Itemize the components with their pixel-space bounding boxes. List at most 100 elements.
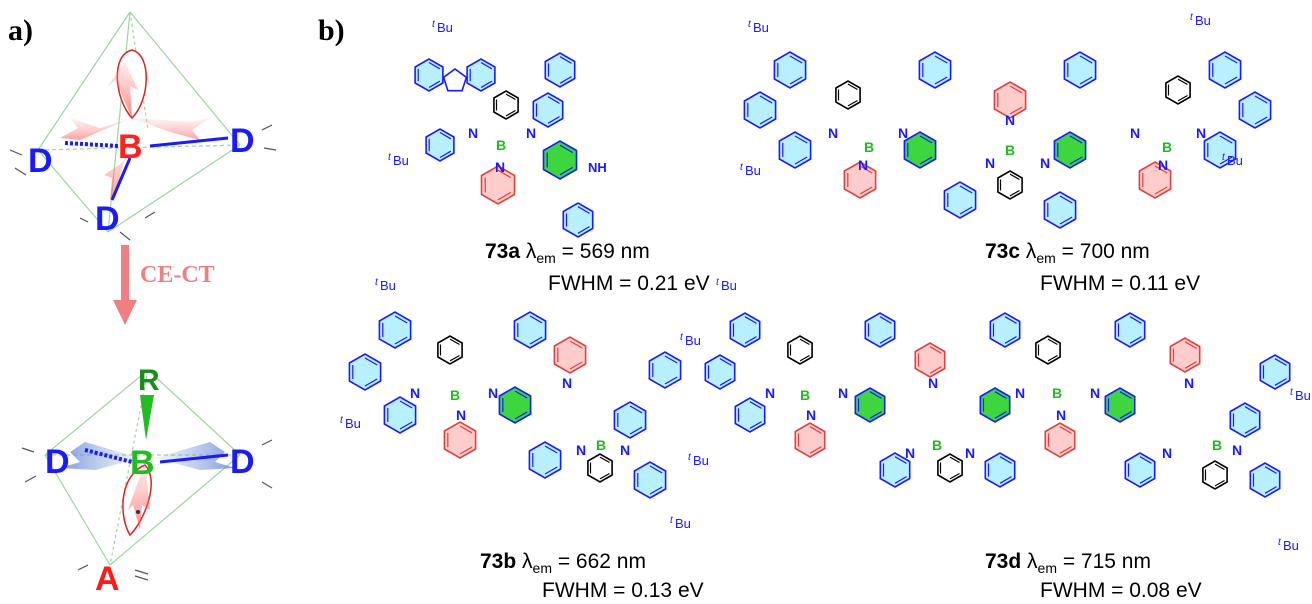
- carbazole-ring: [425, 128, 455, 162]
- n-atom: N: [838, 385, 848, 401]
- double-bond: [480, 61, 493, 70]
- tbu-superscript: t: [432, 19, 436, 30]
- n-atom: N: [1130, 125, 1140, 141]
- double-bond: [547, 96, 560, 104]
- caption-line-73d: 73d λem = 715 nm: [985, 550, 1151, 576]
- lambda-symbol: λ: [1027, 550, 1038, 573]
- tbu-superscript: t: [375, 277, 379, 288]
- top-donor-right: D: [230, 122, 255, 160]
- b-atom: B: [800, 387, 810, 403]
- aromatic-ring: [729, 312, 761, 348]
- b-atom: B: [496, 137, 506, 153]
- lambda-value: = 700 nm: [1056, 240, 1150, 263]
- double-bond: [879, 336, 892, 344]
- aromatic-ring: [1229, 402, 1261, 438]
- bottom-d-left-bond: [84, 448, 133, 464]
- aromatic-ring: [498, 386, 532, 424]
- n-atom: N: [965, 445, 975, 461]
- double-bond: [799, 354, 810, 362]
- tbu-label: Bu: [437, 20, 453, 35]
- n-atom: N: [858, 157, 868, 173]
- bottom-arrow-right: [155, 442, 235, 470]
- aromatic-ring: [528, 441, 562, 479]
- aromatic-ring: [1169, 337, 1201, 373]
- b-atom: B: [450, 387, 460, 403]
- panel-a: a) D: [8, 11, 277, 598]
- lambda-sub: em: [1036, 250, 1055, 266]
- double-bond: [1004, 316, 1017, 324]
- fwhm-73a: FWHM = 0.21 eV: [548, 272, 710, 295]
- double-bond: [919, 156, 933, 165]
- top-arrow-right: [132, 118, 210, 140]
- double-bond: [599, 472, 610, 480]
- b-atom: B: [596, 437, 606, 453]
- aromatic-ring: [1114, 312, 1146, 348]
- double-bond: [629, 426, 643, 435]
- aromatic-ring: [348, 353, 382, 391]
- tbu-label: Bu: [345, 416, 361, 431]
- aromatic-ring: [1044, 422, 1076, 458]
- double-bond: [759, 95, 773, 104]
- n-atom: N: [1158, 157, 1168, 173]
- lambda-value: = 715 nm: [1057, 550, 1151, 573]
- aromatic-ring: [903, 131, 937, 169]
- b-atom: B: [864, 139, 874, 155]
- lambda-symbol: λ: [1026, 240, 1037, 263]
- double-bond: [439, 131, 452, 140]
- double-bond: [577, 226, 590, 234]
- tbu-superscript: t: [688, 452, 692, 463]
- double-bond: [929, 346, 942, 354]
- phenyl-ring: [1035, 335, 1061, 365]
- double-bond: [505, 109, 516, 117]
- n-atom: N: [1196, 125, 1206, 141]
- top-tetrahedron: D D D B: [9, 11, 277, 241]
- aromatic-ring: [613, 401, 647, 439]
- phenyl-ring: [587, 453, 613, 483]
- aromatic-ring: [854, 387, 886, 423]
- double-bond: [1139, 476, 1152, 484]
- tbu-superscript: t: [740, 162, 744, 173]
- double-bond: [1177, 94, 1188, 102]
- aromatic-ring: [443, 421, 477, 459]
- double-bond: [559, 56, 572, 64]
- double-bond: [629, 405, 643, 414]
- double-bond: [1184, 361, 1197, 369]
- double-bond: [559, 166, 574, 176]
- aromatic-ring: [1208, 51, 1242, 89]
- tbu-superscript: t: [1222, 152, 1226, 163]
- bottom-lone-pair-dot: [136, 510, 140, 514]
- double-bond: [1009, 106, 1023, 115]
- double-bond: [1079, 55, 1093, 64]
- n-atom: N: [410, 385, 420, 401]
- double-bond: [1219, 156, 1233, 165]
- aromatic-ring: [778, 131, 812, 169]
- double-bond: [994, 411, 1007, 419]
- bottom-donor-right: D: [230, 443, 255, 481]
- n-atom: N: [905, 445, 915, 461]
- double-bond: [1119, 411, 1132, 419]
- double-bond: [1009, 85, 1023, 94]
- double-bond: [879, 316, 892, 324]
- double-bond: [1244, 406, 1257, 414]
- double-bond: [749, 401, 762, 409]
- aromatic-ring: [1238, 91, 1272, 129]
- bottom-acceptor: A: [95, 560, 120, 598]
- b-atom: B: [1162, 139, 1172, 155]
- double-bond: [1274, 358, 1287, 366]
- double-bond: [497, 169, 512, 179]
- ce-ct-arrow: CE-CT: [113, 245, 215, 325]
- phenyl-ring: [493, 90, 519, 120]
- n-atom: N: [488, 385, 498, 401]
- double-bond: [1059, 195, 1073, 204]
- tbu-label: Bu: [380, 278, 396, 293]
